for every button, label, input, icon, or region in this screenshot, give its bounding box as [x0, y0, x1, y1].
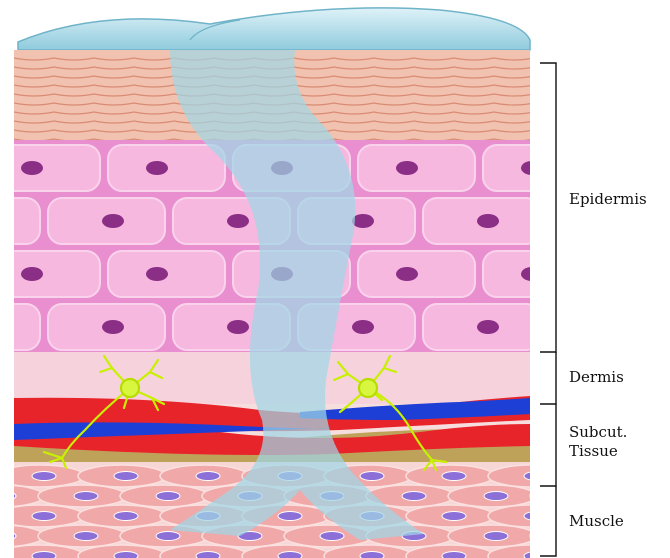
cell-nucleus: [102, 320, 124, 334]
muscle-cell: [488, 465, 576, 487]
subcut-label-line2: Tissue: [569, 442, 659, 461]
cell-nucleus: [477, 214, 499, 228]
cell-nucleus: [477, 320, 499, 334]
epidermal-cell: [0, 145, 100, 191]
muscle-nucleus: [566, 532, 590, 541]
epidermis-label: Epidermis: [569, 190, 647, 209]
muscle-nucleus: [566, 492, 590, 501]
cell-nucleus: [227, 214, 249, 228]
muscle-bracket: [540, 486, 556, 556]
cell-nucleus: [396, 161, 418, 175]
surface-droplet: [18, 8, 530, 50]
muscle-nucleus: [360, 472, 384, 481]
muscle-nucleus: [278, 512, 302, 521]
muscle-nucleus: [484, 532, 508, 541]
muscle-nucleus: [32, 552, 56, 558]
muscle-nucleus: [196, 472, 220, 481]
muscle-nucleus: [156, 492, 180, 501]
epidermal-cell: [0, 198, 40, 244]
epidermis-bracket: [540, 63, 556, 352]
muscle-nucleus: [524, 552, 548, 558]
muscle-nucleus: [74, 532, 98, 541]
cell-nucleus: [352, 214, 374, 228]
cell-nucleus: [21, 161, 43, 175]
muscle-nucleus: [114, 472, 138, 481]
muscle-cell: [488, 505, 576, 527]
dermis-bracket: [540, 352, 556, 404]
muscle-label: Muscle: [569, 512, 624, 531]
muscle-nucleus: [32, 512, 56, 521]
muscle-nucleus: [156, 532, 180, 541]
cell-nucleus: [146, 267, 168, 281]
subcut-bracket: [540, 404, 556, 486]
muscle-nucleus: [360, 552, 384, 558]
muscle-nucleus: [442, 552, 466, 558]
cell-nucleus: [521, 161, 543, 175]
cell-nucleus: [352, 320, 374, 334]
muscle-nucleus: [442, 512, 466, 521]
muscle-nucleus: [524, 472, 548, 481]
epidermal-cell: [483, 251, 600, 297]
epidermal-cell: [483, 145, 600, 191]
cell-nucleus: [396, 267, 418, 281]
cell-nucleus: [146, 161, 168, 175]
muscle-nucleus: [278, 552, 302, 558]
subcut-label-line1: Subcut.: [569, 423, 659, 442]
muscle-nucleus: [114, 512, 138, 521]
muscle-nucleus: [74, 492, 98, 501]
muscle-nucleus: [442, 472, 466, 481]
muscle-nucleus: [32, 472, 56, 481]
subcut-tissue-label: Subcut. Tissue: [569, 423, 659, 461]
muscle-nucleus: [484, 492, 508, 501]
cell-nucleus: [102, 214, 124, 228]
muscle-nucleus: [114, 552, 138, 558]
epidermal-cell: [0, 251, 100, 297]
epidermal-cell: [0, 304, 40, 350]
muscle-nucleus: [402, 492, 426, 501]
muscle-nucleus: [524, 512, 548, 521]
cell-nucleus: [227, 320, 249, 334]
muscle-cell: [530, 485, 618, 507]
muscle-nucleus: [0, 492, 16, 501]
dermis-label: Dermis: [569, 368, 624, 387]
muscle-nucleus: [0, 532, 16, 541]
cell-nucleus: [21, 267, 43, 281]
muscle-nucleus: [196, 552, 220, 558]
muscle-nucleus: [320, 532, 344, 541]
cell-nucleus: [521, 267, 543, 281]
layer-brackets: [540, 63, 556, 556]
